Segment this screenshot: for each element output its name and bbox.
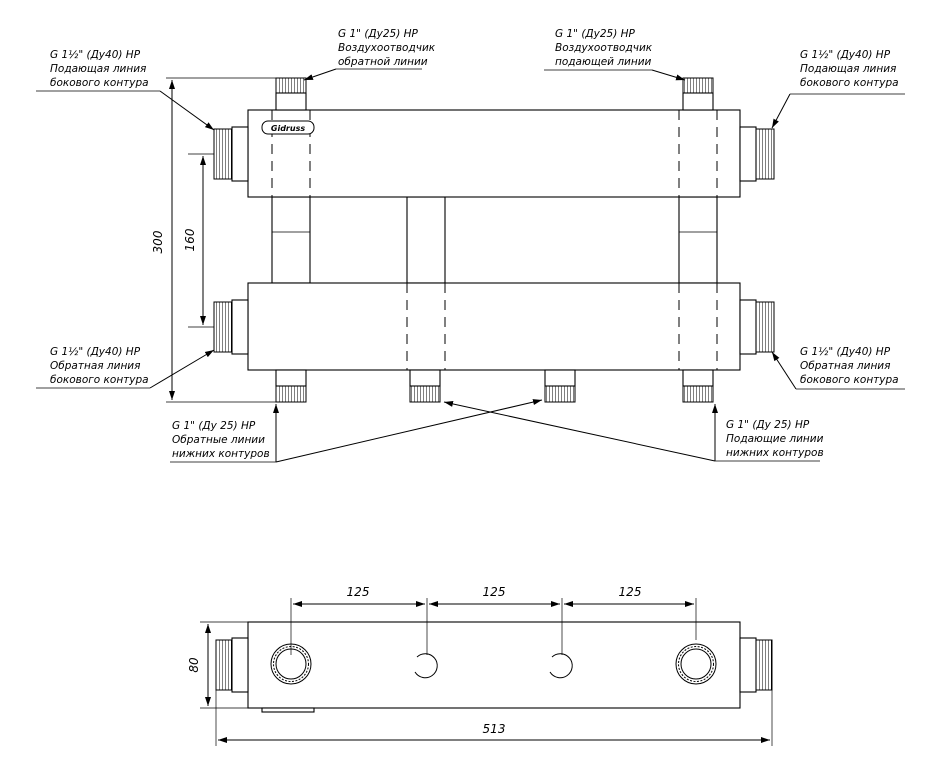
svg-text:80: 80 bbox=[187, 657, 201, 673]
svg-text:нижних контуров: нижних контуров bbox=[726, 447, 824, 459]
svg-text:125: 125 bbox=[483, 585, 506, 599]
svg-text:Воздухоотводчик: Воздухоотводчик bbox=[555, 42, 653, 54]
svg-text:G 1½" (Ду40) НР: G 1½" (Ду40) НР bbox=[50, 346, 141, 358]
svg-text:Подающая линия: Подающая линия bbox=[800, 63, 896, 75]
dimension-160: 160 bbox=[183, 153, 214, 328]
svg-text:G 1½" (Ду40) НР: G 1½" (Ду40) НР bbox=[800, 49, 891, 61]
svg-text:Воздухоотводчик: Воздухоотводчик bbox=[338, 42, 436, 54]
callout-leaders bbox=[36, 68, 905, 463]
callout-bottom-right: G 1½" (Ду40) НР Обратная линия бокового … bbox=[800, 346, 899, 386]
svg-text:Обратные линии: Обратные линии bbox=[172, 434, 265, 446]
return-header bbox=[247, 282, 741, 371]
svg-text:125: 125 bbox=[347, 585, 370, 599]
svg-text:бокового контура: бокового контура bbox=[800, 77, 899, 89]
plan-header-body bbox=[247, 621, 741, 709]
side-nipples bbox=[213, 126, 775, 355]
svg-text:G 1½" (Ду40) НР: G 1½" (Ду40) НР bbox=[800, 346, 891, 358]
plan-view: 125 125 125 80 513 bbox=[187, 585, 773, 746]
svg-text:Обратная линия: Обратная линия bbox=[50, 360, 140, 372]
callout-lower-supply: G 1" (Ду 25) НР Подающие линии нижних ко… bbox=[726, 419, 824, 459]
callout-air-vent-return: G 1" (Ду25) НР Воздухоотводчик обратной … bbox=[338, 28, 436, 68]
hidden-lines bbox=[271, 110, 718, 370]
svg-text:нижних контуров: нижних контуров bbox=[172, 448, 270, 460]
svg-text:Gidruss: Gidruss bbox=[271, 124, 305, 133]
svg-text:Подающие линии: Подающие линии bbox=[726, 433, 824, 445]
dimension-300: 300 bbox=[151, 77, 276, 403]
dimension-pitch: 125 125 125 bbox=[290, 585, 697, 655]
svg-text:бокового контура: бокового контура bbox=[50, 374, 149, 386]
callout-air-vent-supply: G 1" (Ду25) НР Воздухоотводчик подающей … bbox=[555, 28, 653, 68]
dimension-80: 80 bbox=[187, 621, 248, 709]
lower-circuit-nipples bbox=[275, 369, 714, 403]
svg-text:125: 125 bbox=[619, 585, 642, 599]
svg-text:Подающая линия: Подающая линия bbox=[50, 63, 146, 75]
callout-top-right: G 1½" (Ду40) НР Подающая линия бокового … bbox=[800, 49, 899, 89]
brand-logo: Gidruss bbox=[261, 120, 315, 135]
connector-tubes bbox=[271, 196, 718, 284]
svg-text:G 1½" (Ду40) НР: G 1½" (Ду40) НР bbox=[50, 49, 141, 61]
svg-text:300: 300 bbox=[151, 230, 165, 253]
dimension-513: 513 bbox=[215, 690, 773, 746]
callout-lower-return: G 1" (Ду 25) НР Обратные линии нижних ко… bbox=[172, 420, 270, 460]
svg-text:G 1" (Ду 25) НР: G 1" (Ду 25) НР bbox=[172, 420, 256, 432]
supply-header bbox=[247, 109, 741, 198]
svg-text:бокового контура: бокового контура bbox=[800, 374, 899, 386]
svg-text:G 1" (Ду25) НР: G 1" (Ду25) НР bbox=[555, 28, 636, 40]
callout-top-left: G 1½" (Ду40) НР Подающая линия бокового … bbox=[50, 49, 149, 89]
svg-text:160: 160 bbox=[183, 228, 197, 251]
svg-text:513: 513 bbox=[483, 722, 506, 736]
svg-text:обратной линии: обратной линии bbox=[338, 56, 428, 68]
front-view: Gidruss bbox=[36, 28, 905, 463]
svg-text:G 1" (Ду25) НР: G 1" (Ду25) НР bbox=[338, 28, 419, 40]
air-vent-nipples bbox=[275, 77, 714, 111]
svg-text:Обратная линия: Обратная линия bbox=[800, 360, 890, 372]
svg-text:бокового контура: бокового контура bbox=[50, 77, 149, 89]
svg-text:подающей линии: подающей линии bbox=[555, 56, 652, 68]
svg-text:G 1" (Ду 25) НР: G 1" (Ду 25) НР bbox=[726, 419, 810, 431]
callout-bottom-left: G 1½" (Ду40) НР Обратная линия бокового … bbox=[50, 346, 149, 386]
